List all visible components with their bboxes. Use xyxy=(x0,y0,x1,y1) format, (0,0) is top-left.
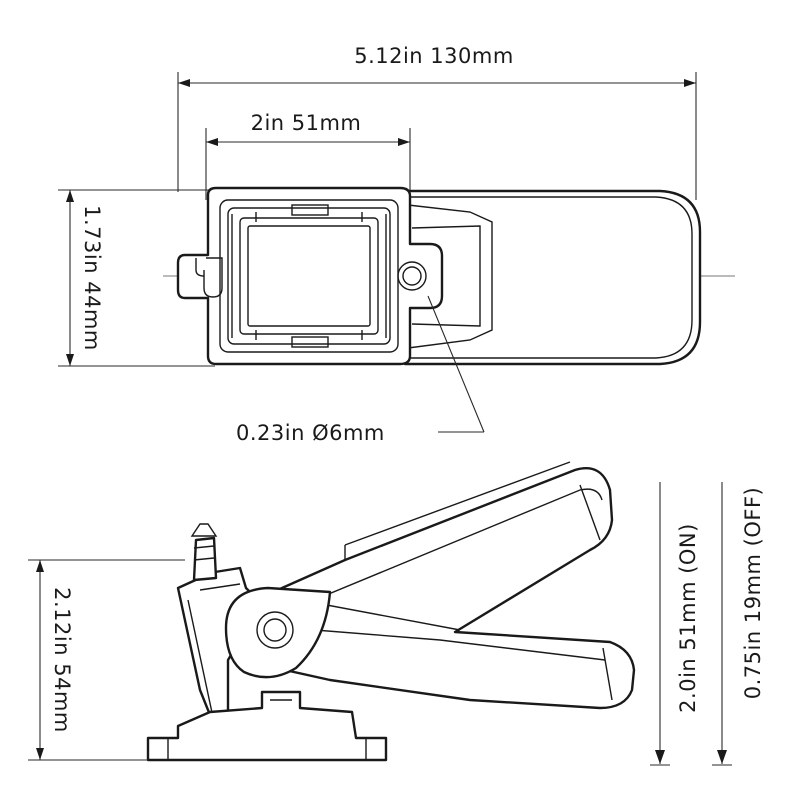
base-height-dimension: 2.12in 54mm xyxy=(28,559,185,761)
mounting-slot xyxy=(203,257,223,298)
body-length-label: 2in 51mm xyxy=(251,111,362,135)
width-dimension: 1.73in 44mm xyxy=(58,189,215,367)
top-view: 5.12in 130mm 2in 51mm 1.73in 44mm xyxy=(58,44,735,445)
pivot-bolt xyxy=(256,611,294,649)
hole-diameter-callout: 0.23in Ø6mm xyxy=(236,295,485,445)
on-level-label: 2.0in 51mm (ON) xyxy=(676,523,700,713)
overall-length-dimension: 5.12in 130mm xyxy=(177,44,697,200)
housing-top xyxy=(176,186,444,366)
float-arm-side xyxy=(238,467,636,710)
pivot-arm xyxy=(224,586,332,679)
pivot-hole xyxy=(397,261,427,291)
hose-barb xyxy=(190,523,218,582)
body-length-dimension: 2in 51mm xyxy=(205,111,411,200)
off-level-dimension: 0.75in 19mm (OFF) xyxy=(712,482,765,766)
overall-length-label: 5.12in 130mm xyxy=(354,44,514,68)
float-arm-top xyxy=(403,189,702,366)
width-label: 1.73in 44mm xyxy=(80,205,104,351)
off-level-label: 0.75in 19mm (OFF) xyxy=(741,487,765,699)
base-side xyxy=(146,690,388,762)
hole-diameter-label: 0.23in Ø6mm xyxy=(236,421,385,445)
base-height-label: 2.12in 54mm xyxy=(50,587,74,733)
side-view: 2.12in 54mm 2.0in 51mm (ON) 0.75in 19mm … xyxy=(28,461,765,766)
on-level-dimension: 2.0in 51mm (ON) xyxy=(650,482,700,766)
